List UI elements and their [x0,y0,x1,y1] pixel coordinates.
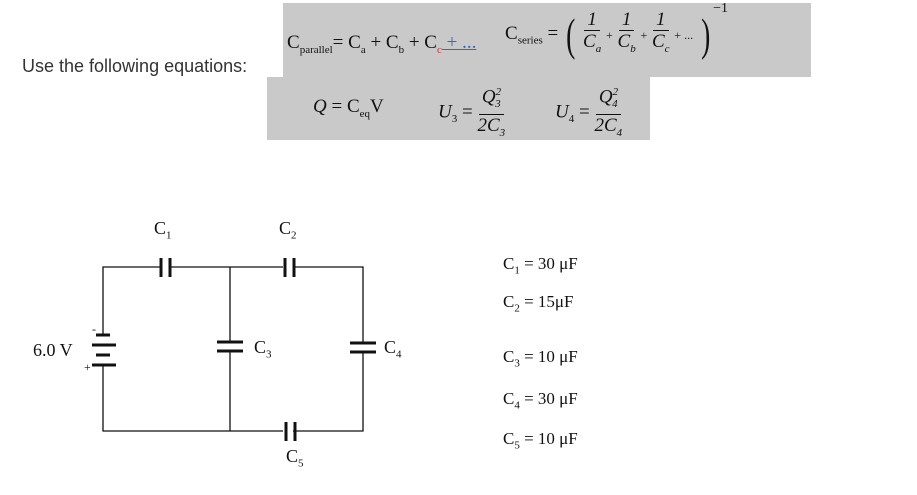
equation-box-energy [267,77,650,140]
parallel-equation: Cparallel= Ca + Cb + Cc + ... [287,32,477,56]
circuit-wires [102,266,364,432]
c1-value: C1 = 30 μF [503,254,578,277]
equation-box-capacitance [283,3,811,77]
c5-label: C5 [286,446,304,470]
battery-minus-sign: - [92,322,96,336]
c3-label: C3 [254,337,272,361]
c1-label: C1 [154,218,172,242]
battery-plus-sign: + [84,360,91,374]
c2-label: C2 [279,218,297,242]
c5-value: C5 = 10 μF [503,429,578,452]
c2-value: C2 = 15μF [503,292,574,315]
instruction-text: Use the following equations: [22,56,248,76]
charge-equation: Q = CeqV [313,96,384,120]
battery-voltage-label: 6.0 V [33,340,73,360]
c3-value: C3 = 10 μF [503,347,578,370]
c4-label: C4 [384,337,402,361]
c4-value: C4 = 30 μF [503,389,578,412]
